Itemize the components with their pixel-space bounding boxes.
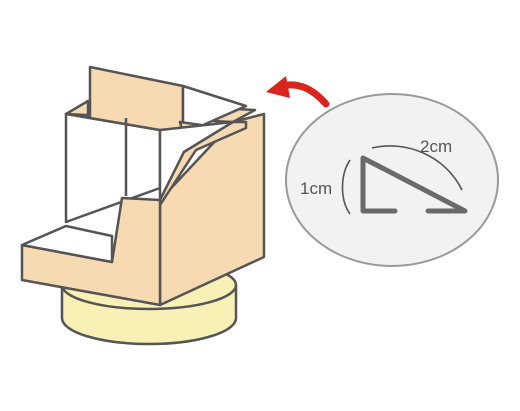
slant-label: 2cm xyxy=(420,137,452,156)
height-dimension-arc xyxy=(341,159,351,215)
lower-floor xyxy=(20,224,114,264)
detail-callout: 1cm 2cm xyxy=(285,93,499,267)
cardboard-box xyxy=(20,65,266,307)
curved-arrow-icon xyxy=(266,76,330,108)
slant-dimension-arc xyxy=(371,145,463,191)
height-label: 1cm xyxy=(300,179,332,198)
triangle-profile xyxy=(360,155,468,214)
